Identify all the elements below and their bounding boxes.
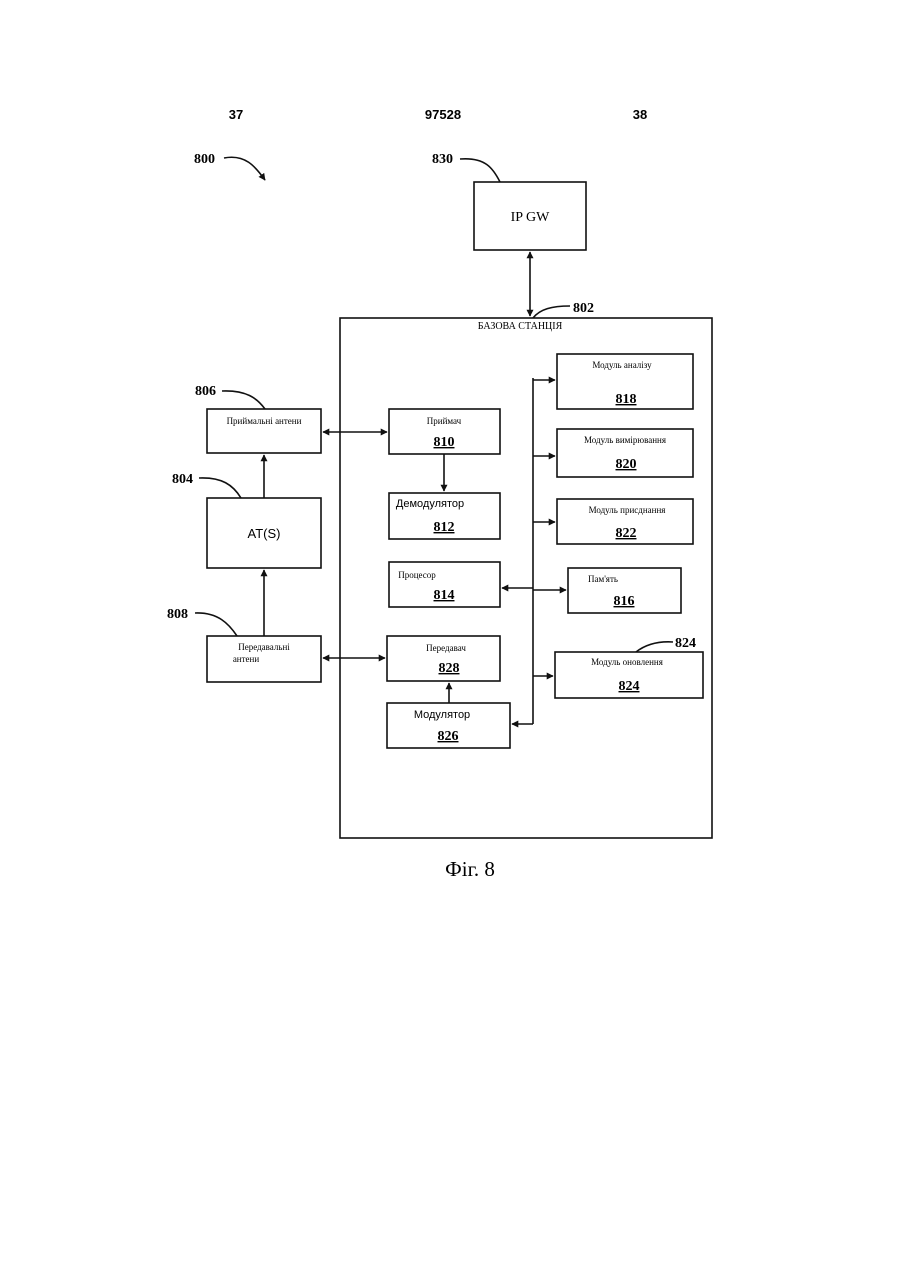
update-module-label: Модуль оновлення [591, 657, 663, 667]
analysis-module-num: 818 [616, 392, 637, 407]
tx-antennas-ref: 808 [167, 607, 188, 622]
base-station-ref: 802 [573, 301, 594, 316]
tx-antennas-label-line1: Передавальні [238, 642, 290, 652]
measurement-module-num: 820 [616, 457, 637, 472]
rx-antennas-ref: 806 [195, 384, 216, 399]
figure-ref-arrow [224, 157, 265, 180]
analysis-module-label: Модуль аналізу [592, 360, 652, 370]
header-left-page: 37 [229, 107, 243, 122]
base-station-label: БАЗОВА СТАНЦІЯ [478, 321, 563, 332]
tx-antennas-label-line2: антени [233, 654, 260, 664]
receiver-num: 810 [434, 435, 455, 450]
header-right-page: 38 [633, 107, 647, 122]
rx-antennas-leader [222, 391, 265, 409]
memory-num: 816 [614, 594, 635, 609]
processor-num: 814 [434, 588, 455, 603]
update-module-leader [636, 642, 673, 652]
modulator-num: 826 [438, 729, 459, 744]
demodulator-label: Демодулятор [396, 498, 464, 510]
ip-gw-label: IP GW [511, 210, 551, 225]
memory-label: Пам'ять [588, 574, 618, 584]
figure-ref-label: 800 [194, 152, 215, 167]
tx-antennas-leader [195, 613, 237, 636]
base-station-leader [533, 306, 570, 318]
update-module-num: 824 [619, 679, 640, 694]
assignment-module-label: Модуль присднання [589, 505, 666, 515]
processor-label: Процесор [398, 570, 436, 580]
transmitter-num: 828 [439, 661, 460, 676]
demodulator-num: 812 [434, 520, 455, 535]
ats-leader [199, 478, 241, 498]
header-patent-number: 97528 [425, 107, 461, 122]
ip-gw-leader [460, 159, 500, 182]
ats-label: AT(S) [248, 526, 281, 541]
modulator-label: Модулятор [414, 709, 470, 721]
ip-gw-ref: 830 [432, 152, 453, 167]
ats-ref: 804 [172, 472, 193, 487]
rx-antennas-label: Приймальні антени [227, 416, 302, 426]
figure-caption: Фіг. 8 [445, 857, 495, 881]
measurement-module-label: Модуль вимірювання [584, 435, 666, 445]
transmitter-label: Передавач [426, 643, 466, 653]
assignment-module-num: 822 [616, 526, 637, 541]
receiver-label: Приймач [427, 416, 462, 426]
update-module-ref: 824 [675, 636, 696, 651]
